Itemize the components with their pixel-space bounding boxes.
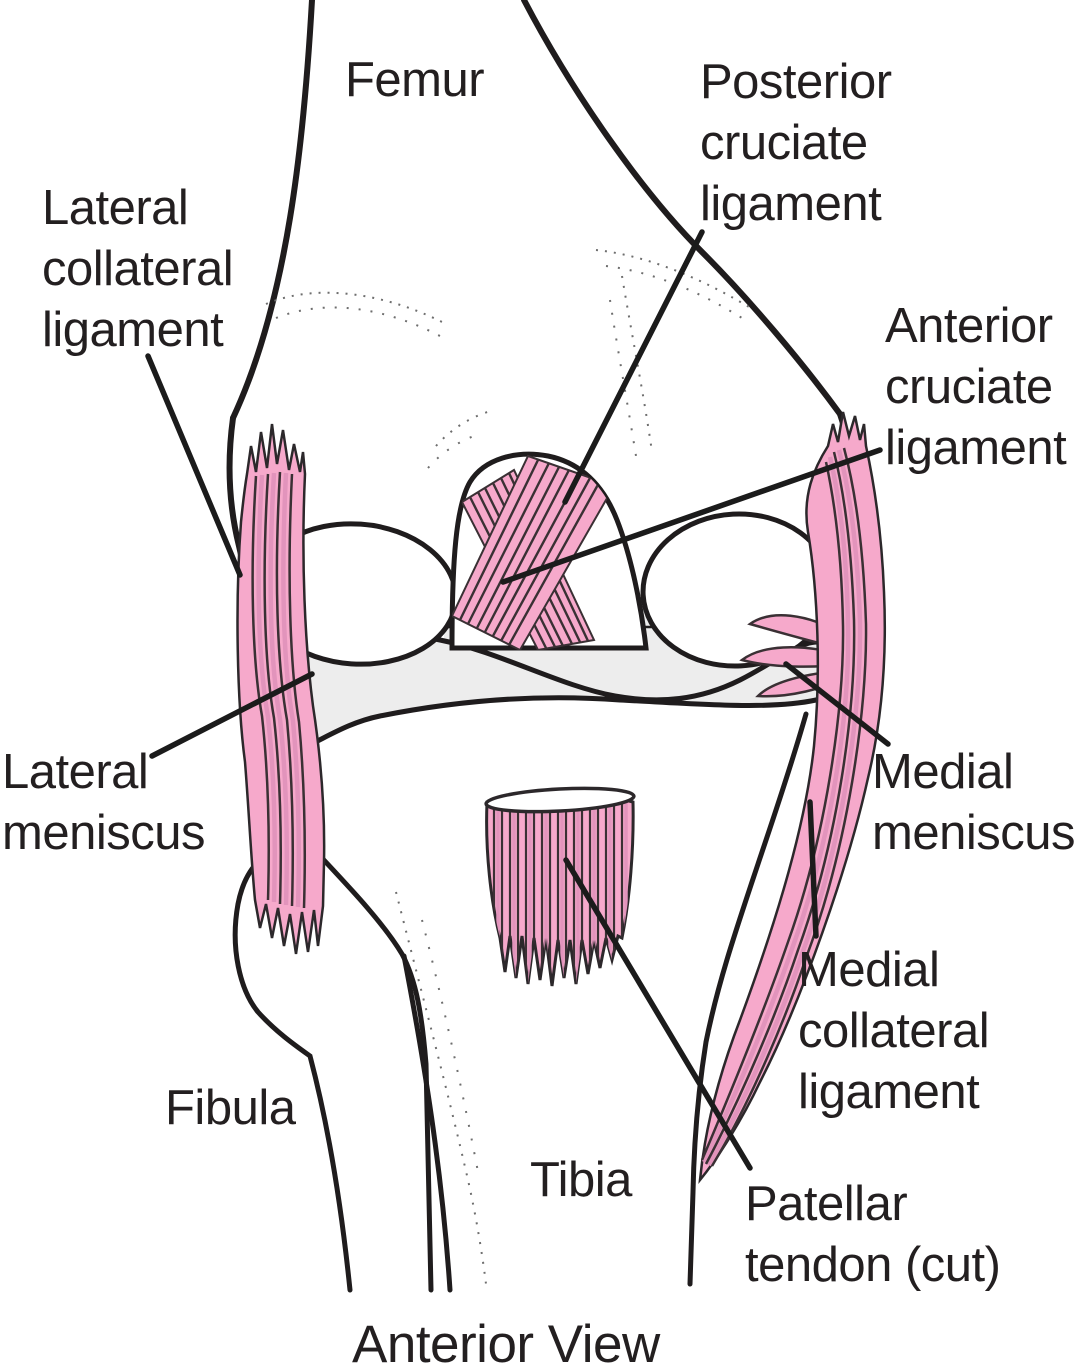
label-line: Medial	[798, 943, 940, 997]
label-medial-collateral-ligament: Medial collateral ligament	[798, 940, 990, 1123]
label-posterior-cruciate-ligament: Posterior cruciate ligament	[700, 52, 892, 235]
label-line: meniscus	[2, 806, 205, 860]
label-line: Medial	[872, 745, 1014, 799]
leader-lateral-meniscus	[149, 671, 315, 759]
femur-left-edge	[230, 0, 315, 421]
tibia-right-edge	[687, 711, 809, 1287]
label-line: Anterior	[885, 299, 1053, 353]
label-lateral-collateral-ligament: Lateral collateral ligament	[42, 178, 234, 361]
femur-stipple-texture	[265, 249, 755, 469]
label-medial-meniscus: Medial meniscus	[872, 742, 1075, 864]
label-line: Femur	[345, 53, 485, 107]
caption-anterior-view: Anterior View	[352, 1314, 660, 1370]
leader-medial-collateral	[807, 799, 819, 939]
leader-posterior-cruciate	[562, 229, 705, 505]
label-line: collateral	[42, 242, 234, 296]
label-anterior-cruciate-ligament: Anterior cruciate ligament	[885, 296, 1067, 479]
label-lateral-meniscus: Lateral meniscus	[2, 742, 205, 864]
label-line: Lateral	[2, 745, 149, 799]
posterior-cruciate-ligament	[452, 454, 616, 650]
fibula-edge	[232, 845, 353, 1293]
label-line: tendon (cut)	[745, 1238, 1001, 1292]
label-fibula: Fibula	[165, 1078, 296, 1139]
patellar-tendon	[484, 786, 636, 987]
tibia-left-edge	[319, 855, 434, 1293]
label-line: Anterior View	[352, 1315, 660, 1370]
patellar-tendon-cut-surface	[484, 786, 636, 814]
leader-anterior-cruciate	[500, 447, 883, 585]
label-line: Patellar	[745, 1177, 908, 1231]
medial-collateral-ligament	[698, 411, 887, 1184]
label-line: ligament	[798, 1065, 980, 1119]
label-line: cruciate	[700, 116, 868, 170]
label-line: cruciate	[885, 360, 1053, 414]
leader-patellar-tendon	[563, 857, 753, 1171]
label-tibia: Tibia	[530, 1150, 632, 1211]
leader-lines	[145, 229, 891, 1171]
leader-medial-meniscus	[783, 661, 891, 747]
leader-lateral-collateral	[145, 353, 243, 578]
label-line: collateral	[798, 1004, 990, 1058]
tibia-stipple-texture	[395, 891, 487, 1285]
label-patellar-tendon: Patellar tendon (cut)	[745, 1174, 1001, 1296]
label-line: Lateral	[42, 181, 189, 235]
label-line: Fibula	[165, 1081, 296, 1135]
label-line: ligament	[700, 177, 882, 231]
label-line: ligament	[42, 303, 224, 357]
label-line: Posterior	[700, 55, 892, 109]
label-line: Tibia	[530, 1153, 632, 1207]
label-line: ligament	[885, 421, 1067, 475]
label-femur: Femur	[345, 50, 485, 111]
tibia-anterior-ridge	[401, 953, 453, 1293]
label-line: meniscus	[872, 806, 1075, 860]
